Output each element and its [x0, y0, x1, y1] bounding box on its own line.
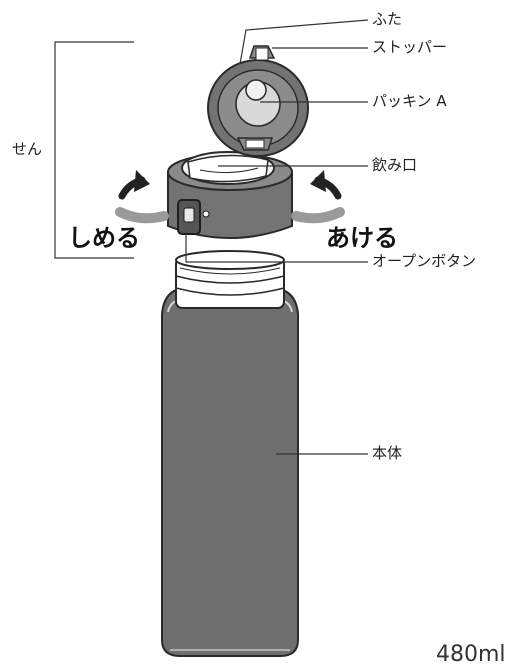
label-stopper: ストッパー: [372, 38, 448, 56]
label-hontai: 本体: [372, 444, 403, 462]
sen-assembly: [167, 151, 293, 239]
close-arrow: [115, 170, 169, 224]
open-arrow: [291, 170, 345, 224]
bottle-body: [161, 287, 299, 657]
label-sen: せん: [12, 140, 43, 158]
leader-lines: [185, 19, 369, 455]
bottle-neck: [175, 250, 285, 309]
label-open: あける: [326, 224, 398, 252]
label-nomikuchi: 飲み口: [372, 156, 418, 174]
sen-bracket: [54, 41, 134, 259]
label-close: しめる: [68, 224, 140, 252]
label-futa: ふた: [372, 10, 403, 28]
capacity-label: 480ml: [436, 642, 506, 667]
lid: [207, 45, 309, 157]
label-open-button: オープンボタン: [372, 252, 477, 270]
label-packing: パッキン A: [372, 92, 447, 110]
